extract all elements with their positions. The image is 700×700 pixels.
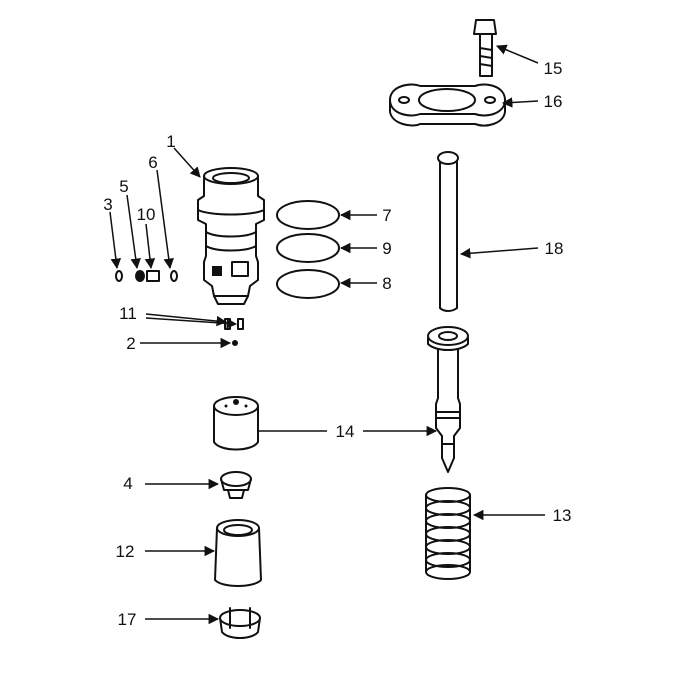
- callout-10: 10: [137, 205, 156, 224]
- part-12-sleeve: [214, 519, 262, 587]
- callout-17: 17: [118, 610, 137, 629]
- part-14-sleeve: [213, 396, 259, 451]
- part-7-o-ring: [276, 200, 340, 230]
- callout-16: 16: [544, 92, 563, 111]
- part-13-spring: [425, 487, 471, 580]
- part-5-small-spring: [135, 270, 145, 282]
- callout-15: 15: [544, 59, 563, 78]
- part-10-check-valve: [146, 270, 160, 282]
- part-17-retainer: [219, 607, 261, 639]
- part-2-ball: [232, 340, 238, 346]
- part-18-push-rod: [437, 151, 459, 312]
- part-6-small-seal: [170, 270, 178, 282]
- callout-13: 13: [553, 506, 572, 525]
- callout-14: 14: [336, 422, 355, 441]
- callout-18: 18: [545, 239, 564, 258]
- callout-2: 2: [126, 334, 135, 353]
- part-1-injector-body: [197, 167, 265, 305]
- callout-9: 9: [382, 239, 391, 258]
- callout-5: 5: [119, 177, 128, 196]
- callout-1: 1: [166, 132, 175, 151]
- leader-lines: [109, 44, 545, 625]
- part-3-small-seal: [115, 270, 123, 282]
- part-9-o-ring: [276, 233, 340, 263]
- callout-7: 7: [382, 206, 391, 225]
- callout-11: 11: [119, 304, 137, 323]
- part-14-plunger: [427, 326, 469, 473]
- part-4-tip-nut: [220, 471, 252, 499]
- part-16-flange-plate: [389, 83, 506, 127]
- callout-3: 3: [103, 195, 112, 214]
- part-15-bolt: [473, 19, 497, 77]
- part-8-o-ring: [276, 269, 340, 299]
- callout-12: 12: [116, 542, 135, 561]
- callout-4: 4: [123, 474, 132, 493]
- callout-6: 6: [148, 153, 157, 172]
- callout-8: 8: [382, 274, 391, 293]
